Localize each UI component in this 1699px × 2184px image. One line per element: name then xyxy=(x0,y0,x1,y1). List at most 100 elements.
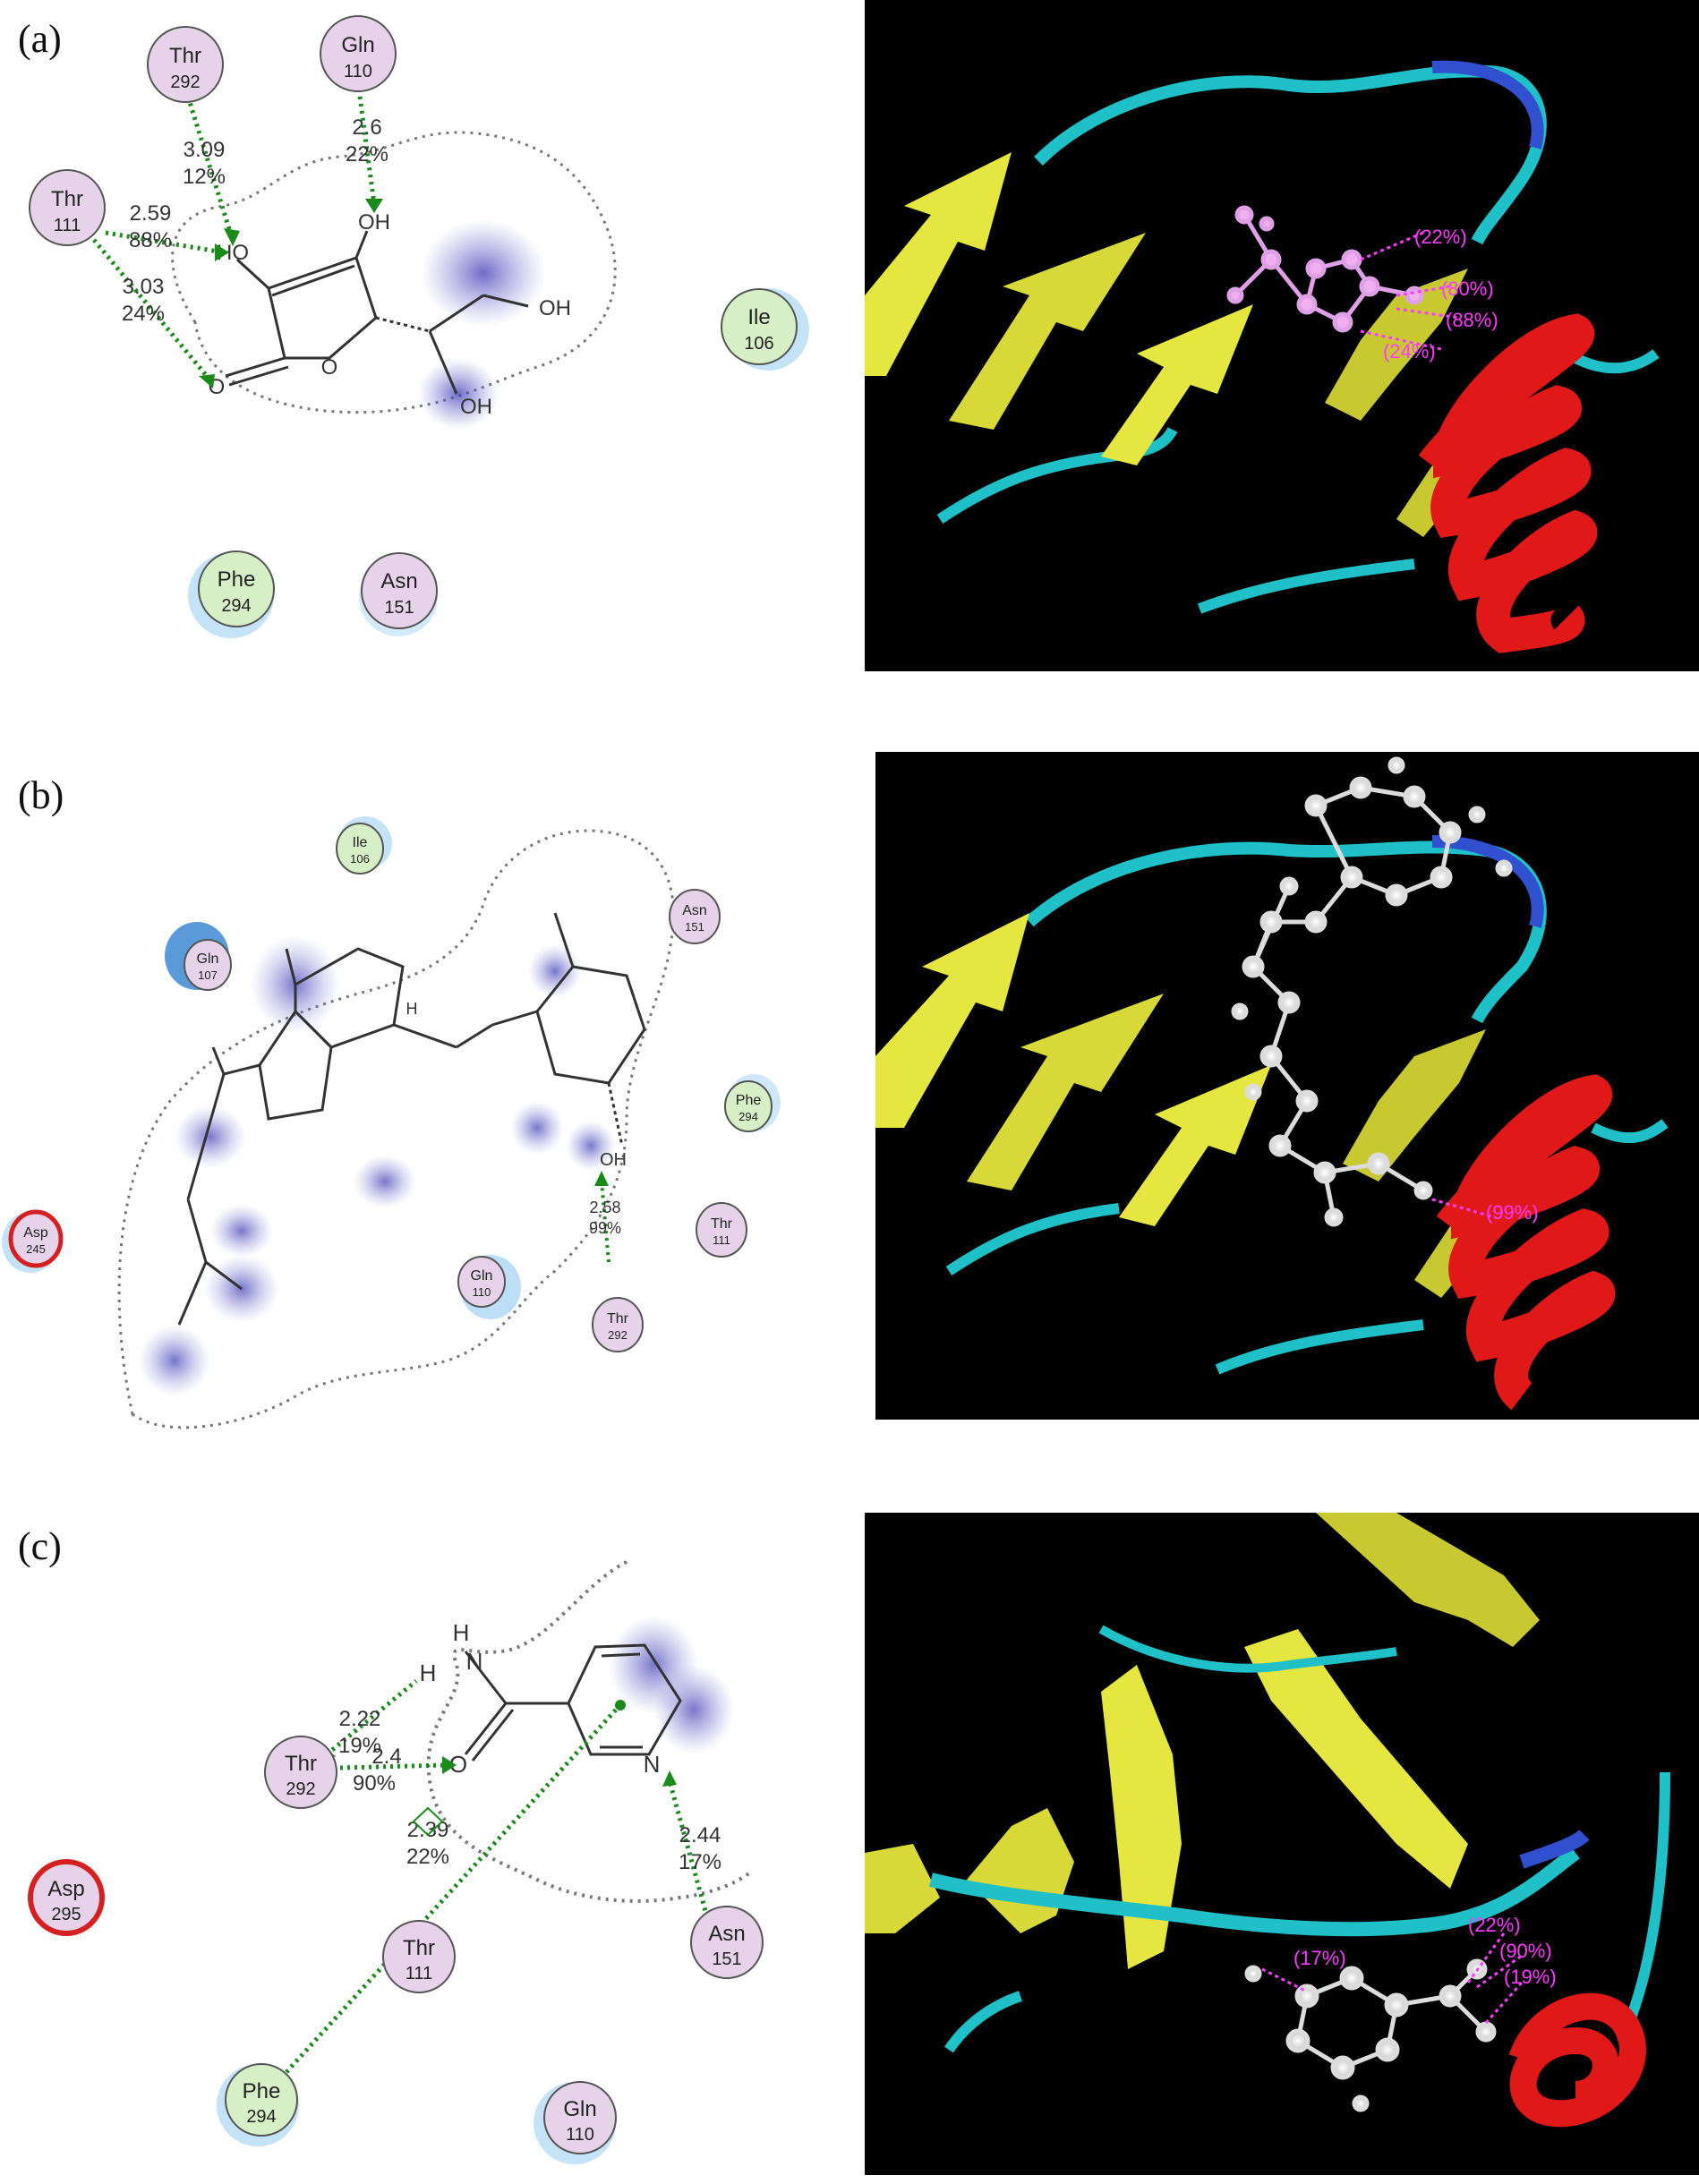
hbond-distance: 2.44 xyxy=(679,1823,721,1847)
svg-text:111: 111 xyxy=(54,216,81,235)
svg-text:107: 107 xyxy=(198,968,218,982)
svg-text:Thr: Thr xyxy=(711,1216,733,1232)
residue-phe-294: Phe 294 xyxy=(188,550,275,638)
hbond-lines xyxy=(92,96,377,382)
residue-gln-110: Gln 110 xyxy=(320,15,397,92)
svg-text:110: 110 xyxy=(473,1285,491,1299)
exposure-blob xyxy=(175,1105,246,1168)
hbond-occupancy: 99% xyxy=(589,1219,621,1237)
svg-text:Asp: Asp xyxy=(47,1877,84,1901)
svg-text:151: 151 xyxy=(384,598,414,618)
hbond-distance: 2.6 xyxy=(352,115,381,140)
protein-3d-viewer: (99%) xyxy=(875,752,1699,1420)
proximity-contour xyxy=(426,1560,754,1903)
svg-text:151: 151 xyxy=(712,1949,741,1969)
svg-text:110: 110 xyxy=(344,62,372,81)
atom-label: N xyxy=(466,1648,483,1675)
exposure-blob xyxy=(528,944,582,998)
svg-text:Phe: Phe xyxy=(243,2079,281,2103)
svg-text:111: 111 xyxy=(406,1964,432,1984)
svg-text:106: 106 xyxy=(744,334,773,354)
svg-text:Ile: Ile xyxy=(747,305,770,329)
exposure-blob xyxy=(566,1121,616,1171)
residue-thr-111: Thr 111 xyxy=(696,1202,747,1258)
residue-gln-107: Gln 107 xyxy=(165,922,232,991)
svg-text:111: 111 xyxy=(713,1233,730,1247)
residue-asn-151: Asn 151 xyxy=(359,552,438,636)
panel-label: (c) xyxy=(18,1524,62,1568)
panel-c: (c) H N H O N 2.22 19% 2.4 90% 2.39 22% … xyxy=(18,1513,1699,2175)
exposure-blob xyxy=(653,1665,734,1754)
pi-marker xyxy=(412,1806,444,1837)
svg-text:292: 292 xyxy=(170,73,200,92)
hbond-occupancy: 22% xyxy=(346,142,388,166)
ligand-structure xyxy=(464,1643,682,1762)
svg-text:Asp: Asp xyxy=(23,1225,48,1241)
residue-thr-292: Thr 292 xyxy=(264,1736,337,1809)
atom-label: OH xyxy=(460,395,492,419)
svg-text:Asn: Asn xyxy=(682,903,707,918)
svg-text:Gln: Gln xyxy=(341,33,374,57)
exposure-blob xyxy=(421,219,546,327)
protein-3d-viewer: (22%) (80%) (88%) (24%) xyxy=(865,0,1699,671)
svg-text:Asn: Asn xyxy=(708,1922,745,1946)
hbond-occupancy: 19% xyxy=(338,1734,381,1758)
hbond-occupancy: 88% xyxy=(129,228,172,252)
atom-label: H xyxy=(453,1619,470,1646)
atom-label: OH xyxy=(539,296,571,320)
hbond-distance: 2.4 xyxy=(371,1745,401,1769)
svg-text:Ile: Ile xyxy=(353,835,368,850)
hbond-occupancy: 24% xyxy=(122,302,165,326)
hbond-distance: 3.09 xyxy=(184,138,226,162)
hbond-occupancy: 22% xyxy=(406,1845,449,1869)
svg-text:106: 106 xyxy=(350,852,370,866)
residue-gln-110: Gln 110 xyxy=(534,2081,617,2164)
residue-asn-151: Asn 151 xyxy=(669,889,721,944)
model-hbond-label: (90%) xyxy=(1499,1940,1552,1962)
residue-phe-294: Phe 294 xyxy=(217,2063,299,2146)
exposure-blob xyxy=(210,1204,273,1258)
hbond-distance: 2.59 xyxy=(130,201,172,226)
exposure-blob xyxy=(354,1155,416,1208)
atom-label: N xyxy=(644,1751,661,1778)
protein-3d-viewer: (17%) (22%) (90%) (19%) xyxy=(865,1513,1699,2175)
svg-text:151: 151 xyxy=(685,920,704,934)
model-hbond-label: (24%) xyxy=(1383,340,1436,363)
svg-text:Gln: Gln xyxy=(563,2097,596,2121)
hbond-lines xyxy=(285,1679,710,2074)
panel-label: (a) xyxy=(18,17,62,61)
svg-text:292: 292 xyxy=(286,1779,315,1799)
ligand-structure xyxy=(225,230,529,395)
exposure-blob xyxy=(418,358,499,430)
hbond-distance: 3.03 xyxy=(123,275,165,299)
residue-thr-292: Thr 292 xyxy=(592,1297,644,1352)
hbond-distance: 2.22 xyxy=(339,1707,381,1731)
exposure-blob xyxy=(139,1325,210,1396)
svg-text:Thr: Thr xyxy=(169,44,201,68)
residue-thr-111: Thr 111 xyxy=(382,1920,456,1993)
svg-text:Asn: Asn xyxy=(380,569,417,593)
residue-phe-294: Phe 294 xyxy=(724,1074,781,1132)
svg-text:292: 292 xyxy=(608,1328,628,1342)
model-hbond-label: (19%) xyxy=(1504,1966,1557,1988)
ligand-structure xyxy=(177,912,646,1326)
atom-label: H xyxy=(406,1000,418,1018)
svg-text:Thr: Thr xyxy=(403,1936,435,1960)
panel-a: (a) HO OH OH OH O O 3.09 12% 2.6 22% 2.5… xyxy=(18,0,1699,671)
residue-thr-292: Thr 292 xyxy=(147,26,224,103)
hbond-arrowheads xyxy=(199,199,383,388)
model-hbond-label: (88%) xyxy=(1446,309,1498,331)
proximity-contour xyxy=(171,131,617,414)
atom-label: O xyxy=(449,1751,467,1778)
svg-text:Phe: Phe xyxy=(736,1093,762,1108)
residue-asp-295: Asp 295 xyxy=(28,1859,105,1936)
svg-text:Phe: Phe xyxy=(218,567,256,592)
panel-label: (b) xyxy=(18,773,64,817)
atom-label: OH xyxy=(600,1150,627,1170)
hbond-occupancy: 90% xyxy=(353,1771,396,1796)
svg-text:Thr: Thr xyxy=(51,187,83,211)
hbond-arrowheads xyxy=(594,1171,609,1186)
model-hbond-label: (22%) xyxy=(1468,1914,1521,1936)
svg-text:295: 295 xyxy=(51,1905,81,1924)
model-hbond-label: (99%) xyxy=(1486,1201,1539,1224)
